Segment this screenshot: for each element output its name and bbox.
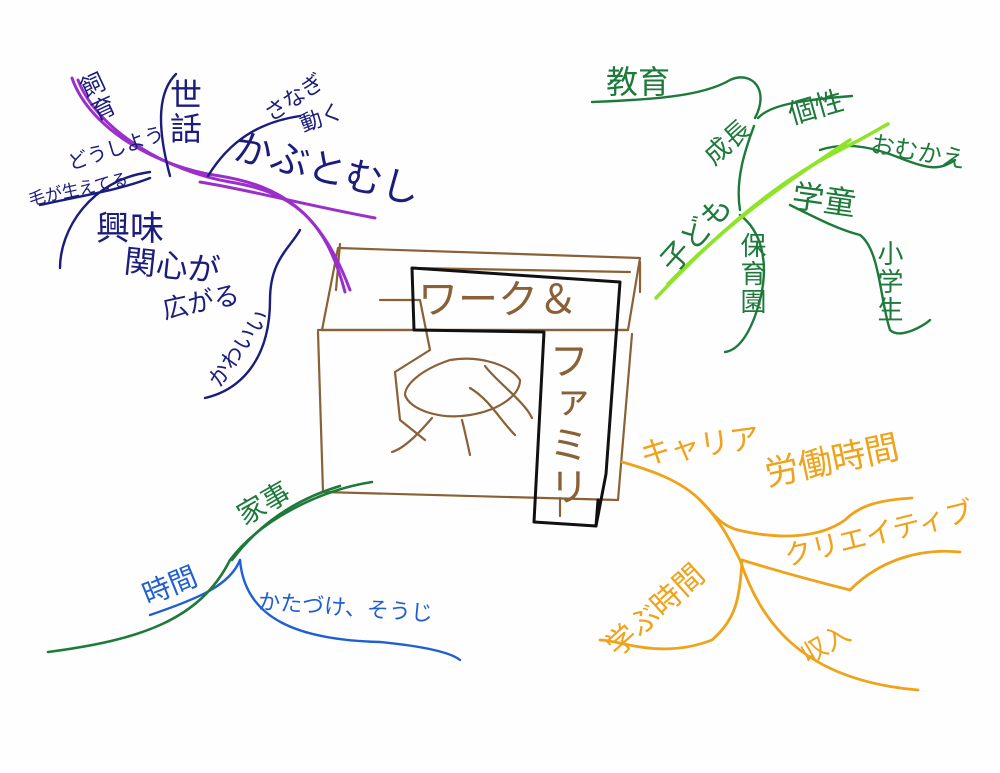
label-kyoumi: 興味 <box>96 209 164 249</box>
branch-shigoto <box>598 460 962 692</box>
label-hoikuen: 保育園 <box>736 232 766 316</box>
branch-kaji-main <box>46 480 374 654</box>
label-sewa: 世話 <box>165 78 203 146</box>
label-shougakusei: 小学生 <box>873 240 903 324</box>
branch-kabutomushi-main <box>70 76 377 294</box>
label-kyouiku: 教育 <box>606 63 671 101</box>
branch-kabutomushi-sub <box>38 72 302 400</box>
center-title-horizontal: ワーク＆ <box>418 277 578 323</box>
branch-kodomo-main <box>654 122 890 300</box>
title-frame <box>410 266 622 528</box>
center-title-vertical: ファミリ <box>542 340 588 508</box>
branch-kodomo-sub <box>590 76 957 354</box>
label-gakudou: 学童 <box>789 176 859 224</box>
label-kanshin-ga: 関心が <box>122 242 222 290</box>
